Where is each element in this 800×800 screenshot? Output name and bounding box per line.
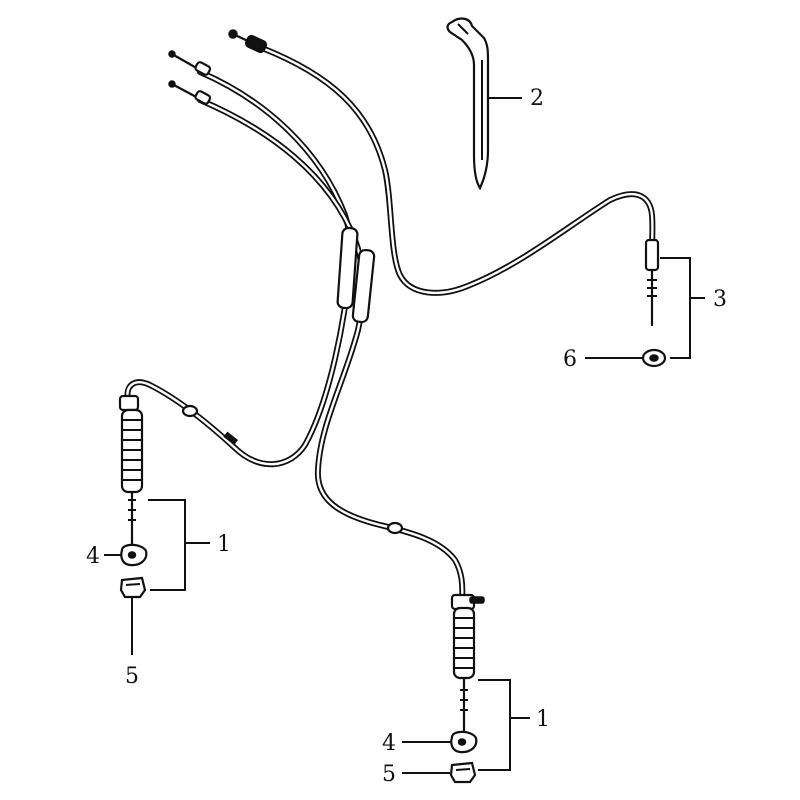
label-part-4-right: 4 [382,731,396,756]
right-adjuster [450,593,485,734]
cable-top-ends [168,29,268,105]
cable-c [259,45,656,296]
left-adjuster [118,394,144,547]
label-part-5-right: 5 [382,762,396,787]
label-part-1-right: 1 [536,707,550,732]
part-labels: 2 3 6 1 4 5 1 4 5 [86,86,727,787]
label-part-2: 2 [530,86,544,111]
part-3-rod-end [644,238,660,327]
leader-lines [104,97,705,774]
part-6-nut [641,348,667,368]
part-5-right-nut [449,761,477,784]
cable-sleeves [181,226,404,535]
label-part-6: 6 [563,347,577,372]
part-5-left-nut [119,576,147,599]
label-part-3: 3 [713,287,727,312]
cable-a [124,69,354,468]
label-part-4-left: 4 [86,544,100,569]
part-4-right-clevis [450,730,478,754]
part-2-lever [446,17,490,191]
label-part-1-left: 1 [217,532,231,557]
part-4-left-clevis [120,543,148,567]
label-part-5-left: 5 [125,664,139,689]
cable-b [197,97,466,603]
